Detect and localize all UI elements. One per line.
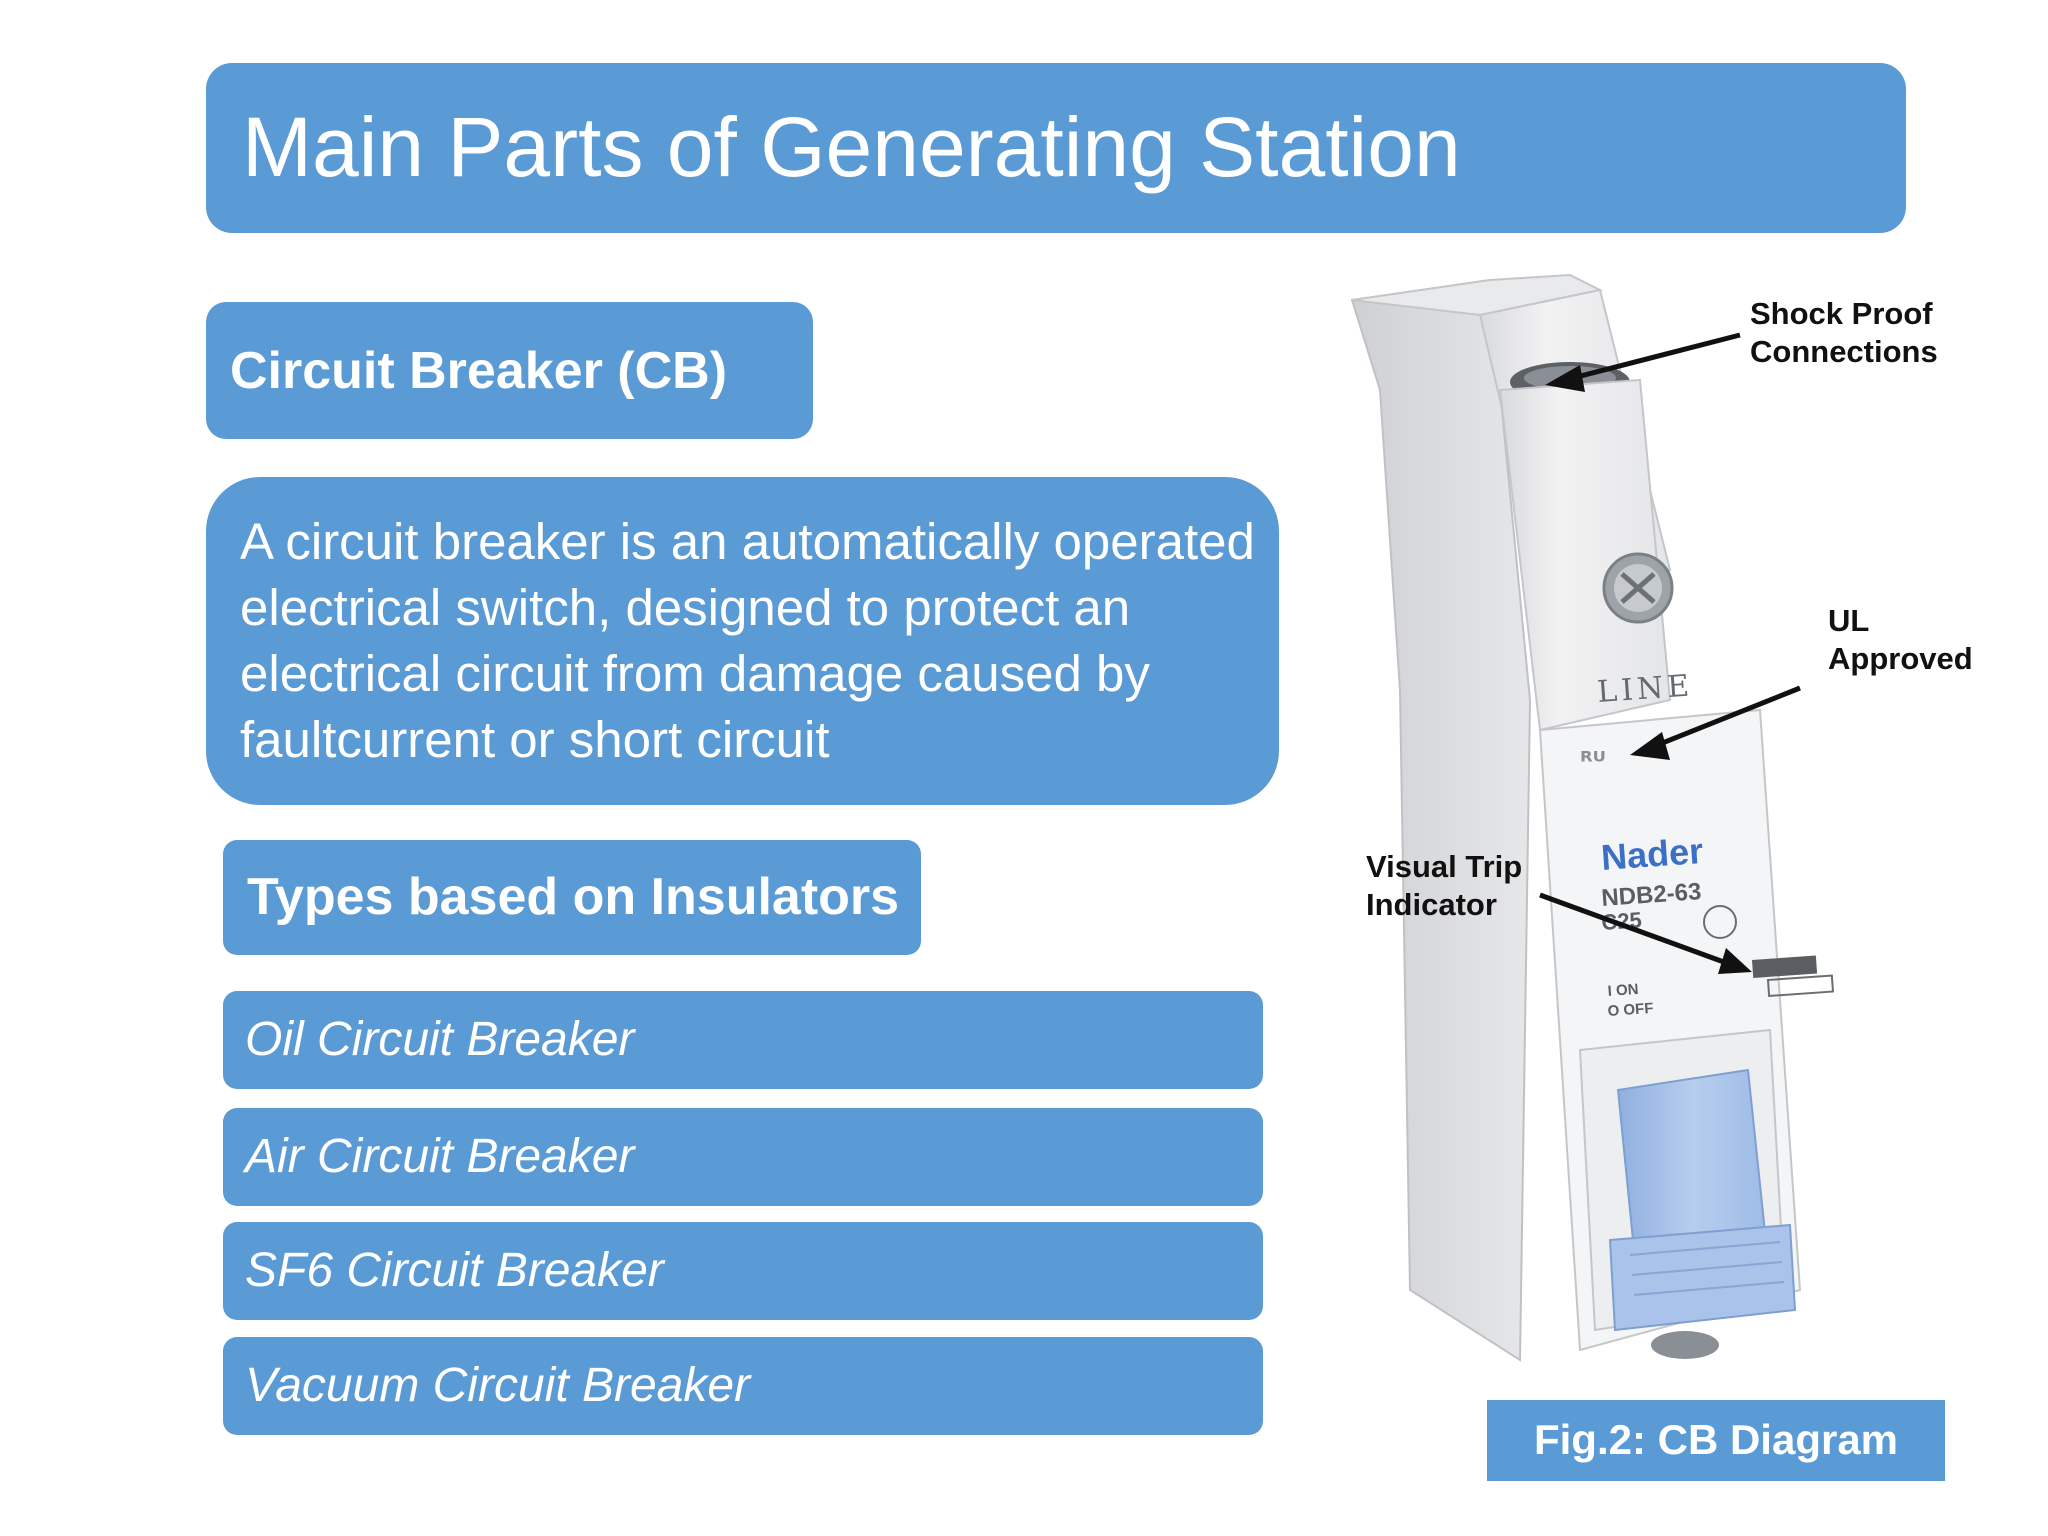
types-heading-box: Types based on Insulators	[223, 840, 921, 955]
type-item-label: Vacuum Circuit Breaker	[245, 1359, 751, 1412]
type-item-label: Air Circuit Breaker	[245, 1130, 635, 1183]
ul-mark-icon: ᴿᵁ	[1580, 747, 1606, 777]
arrow-ul-approved	[1649, 685, 1801, 751]
title-bar: Main Parts of Generating Station	[206, 63, 1906, 233]
types-heading: Types based on Insulators	[247, 868, 900, 926]
type-item-label: Oil Circuit Breaker	[245, 1013, 635, 1066]
trip-indicator-window	[1752, 955, 1818, 978]
circuit-breaker-image: LINE ᴿᵁ Nader NDB2-63 C25 I ON O OFF	[1350, 273, 1835, 1362]
section-heading: Circuit Breaker (CB)	[230, 342, 728, 400]
type-item-oil: Oil Circuit Breaker	[223, 991, 1263, 1089]
slide-title: Main Parts of Generating Station	[242, 100, 1461, 194]
annotation-ul-approved: UL Approved	[1828, 603, 1973, 676]
circuit-breaker-figure: LINE ᴿᵁ Nader NDB2-63 C25 I ON O OFF	[1340, 270, 2030, 1400]
arrow-visual-trip	[1539, 892, 1733, 968]
type-item-sf6: SF6 Circuit Breaker	[223, 1222, 1263, 1320]
off-label: O OFF	[1607, 1000, 1654, 1020]
on-label: I ON	[1607, 981, 1639, 1000]
arrow-shock-proof	[1564, 332, 1741, 383]
certification-icon	[1703, 905, 1737, 939]
annotation-shock-proof: Shock Proof Connections	[1750, 296, 1938, 369]
description-text: A circuit breaker is an automatically op…	[240, 513, 1255, 768]
brand-label: Nader	[1600, 830, 1705, 878]
section-heading-box: Circuit Breaker (CB)	[206, 302, 813, 439]
figure-caption-box: Fig.2: CB Diagram	[1487, 1400, 1945, 1481]
type-item-vacuum: Vacuum Circuit Breaker	[223, 1337, 1263, 1435]
figure-caption: Fig.2: CB Diagram	[1533, 1416, 1899, 1463]
type-item-air: Air Circuit Breaker	[223, 1108, 1263, 1206]
annotation-visual-trip: Visual Trip Indicator	[1366, 849, 1523, 922]
description-box: A circuit breaker is an automatically op…	[206, 477, 1279, 805]
type-item-label: SF6 Circuit Breaker	[245, 1244, 664, 1297]
line-label: LINE	[1596, 668, 1694, 710]
